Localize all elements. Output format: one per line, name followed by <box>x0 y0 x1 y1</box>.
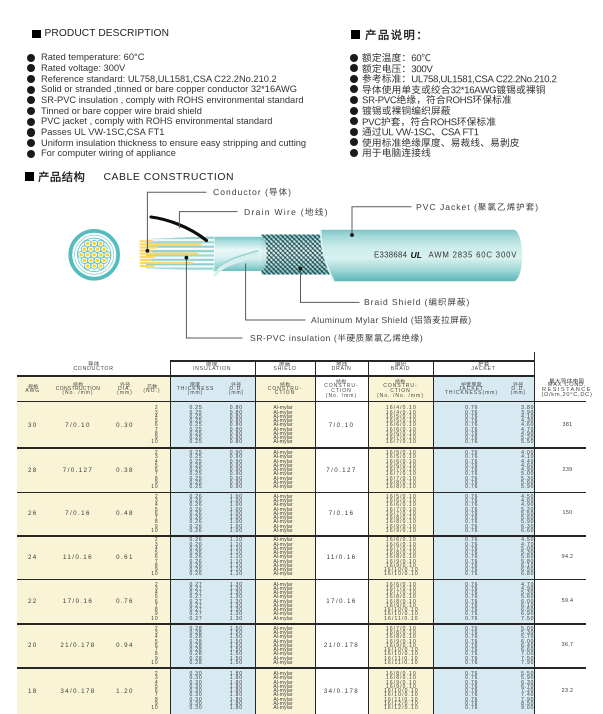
svg-text:AWM 2835 60C 300V: AWM 2835 60C 300V <box>429 250 518 259</box>
svg-text:UL: UL <box>411 250 422 260</box>
svg-text:E338684: E338684 <box>374 250 408 259</box>
